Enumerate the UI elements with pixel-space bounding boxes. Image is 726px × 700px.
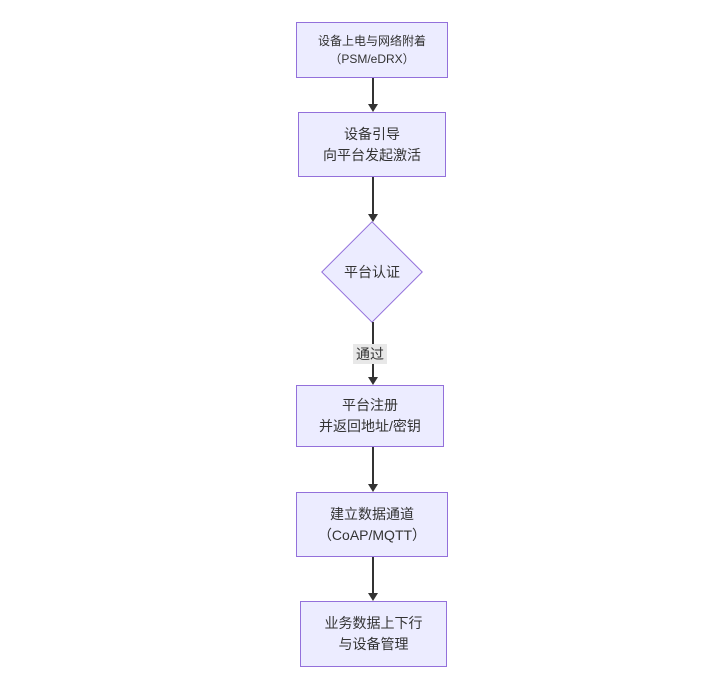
arrowhead-down-icon — [367, 214, 378, 222]
edge-line — [371, 177, 374, 214]
node-device-bootstrap: 设备引导 向平台发起激活 — [298, 112, 446, 177]
node-label-line: （CoAP/MQTT） — [317, 526, 427, 543]
node-platform-auth-decision: 平台认证 — [321, 221, 423, 323]
node-label-line: 与设备管理 — [338, 636, 409, 652]
arrowhead-down-icon — [367, 377, 378, 385]
edge-line — [371, 447, 374, 484]
arrowhead-down-icon — [367, 484, 378, 492]
node-platform-register: 平台注册 并返回地址/密钥 — [296, 385, 444, 447]
arrowhead-down-icon — [367, 593, 378, 601]
edge-arrow-1 — [367, 78, 378, 112]
edge-arrow-2 — [367, 177, 378, 222]
node-label-line: （PSM/eDRX） — [329, 52, 415, 66]
arrowhead-down-icon — [367, 104, 378, 112]
node-label-line: 并返回地址/密钥 — [319, 418, 421, 434]
node-label-line: 业务数据上下行 — [324, 615, 423, 631]
node-label-line: 平台认证 — [344, 264, 400, 280]
node-power-network-attach: 设备上电与网络附着 （PSM/eDRX） — [296, 22, 448, 78]
edge-arrow-5 — [367, 557, 378, 601]
edge-line — [371, 78, 374, 104]
node-data-channel: 建立数据通道 （CoAP/MQTT） — [296, 492, 448, 557]
edge-arrow-4 — [367, 447, 378, 492]
edge-line — [371, 557, 374, 593]
edge-label-pass: 通过 — [353, 344, 387, 364]
node-label-line: 平台注册 — [342, 397, 398, 413]
node-label-line: 向平台发起激活 — [323, 146, 421, 163]
node-label-line: 设备引导 — [344, 125, 400, 142]
node-label-line: 建立数据通道 — [330, 505, 414, 522]
node-label-line: 设备上电与网络附着 — [317, 34, 426, 48]
node-business-data-management: 业务数据上下行 与设备管理 — [300, 601, 447, 667]
